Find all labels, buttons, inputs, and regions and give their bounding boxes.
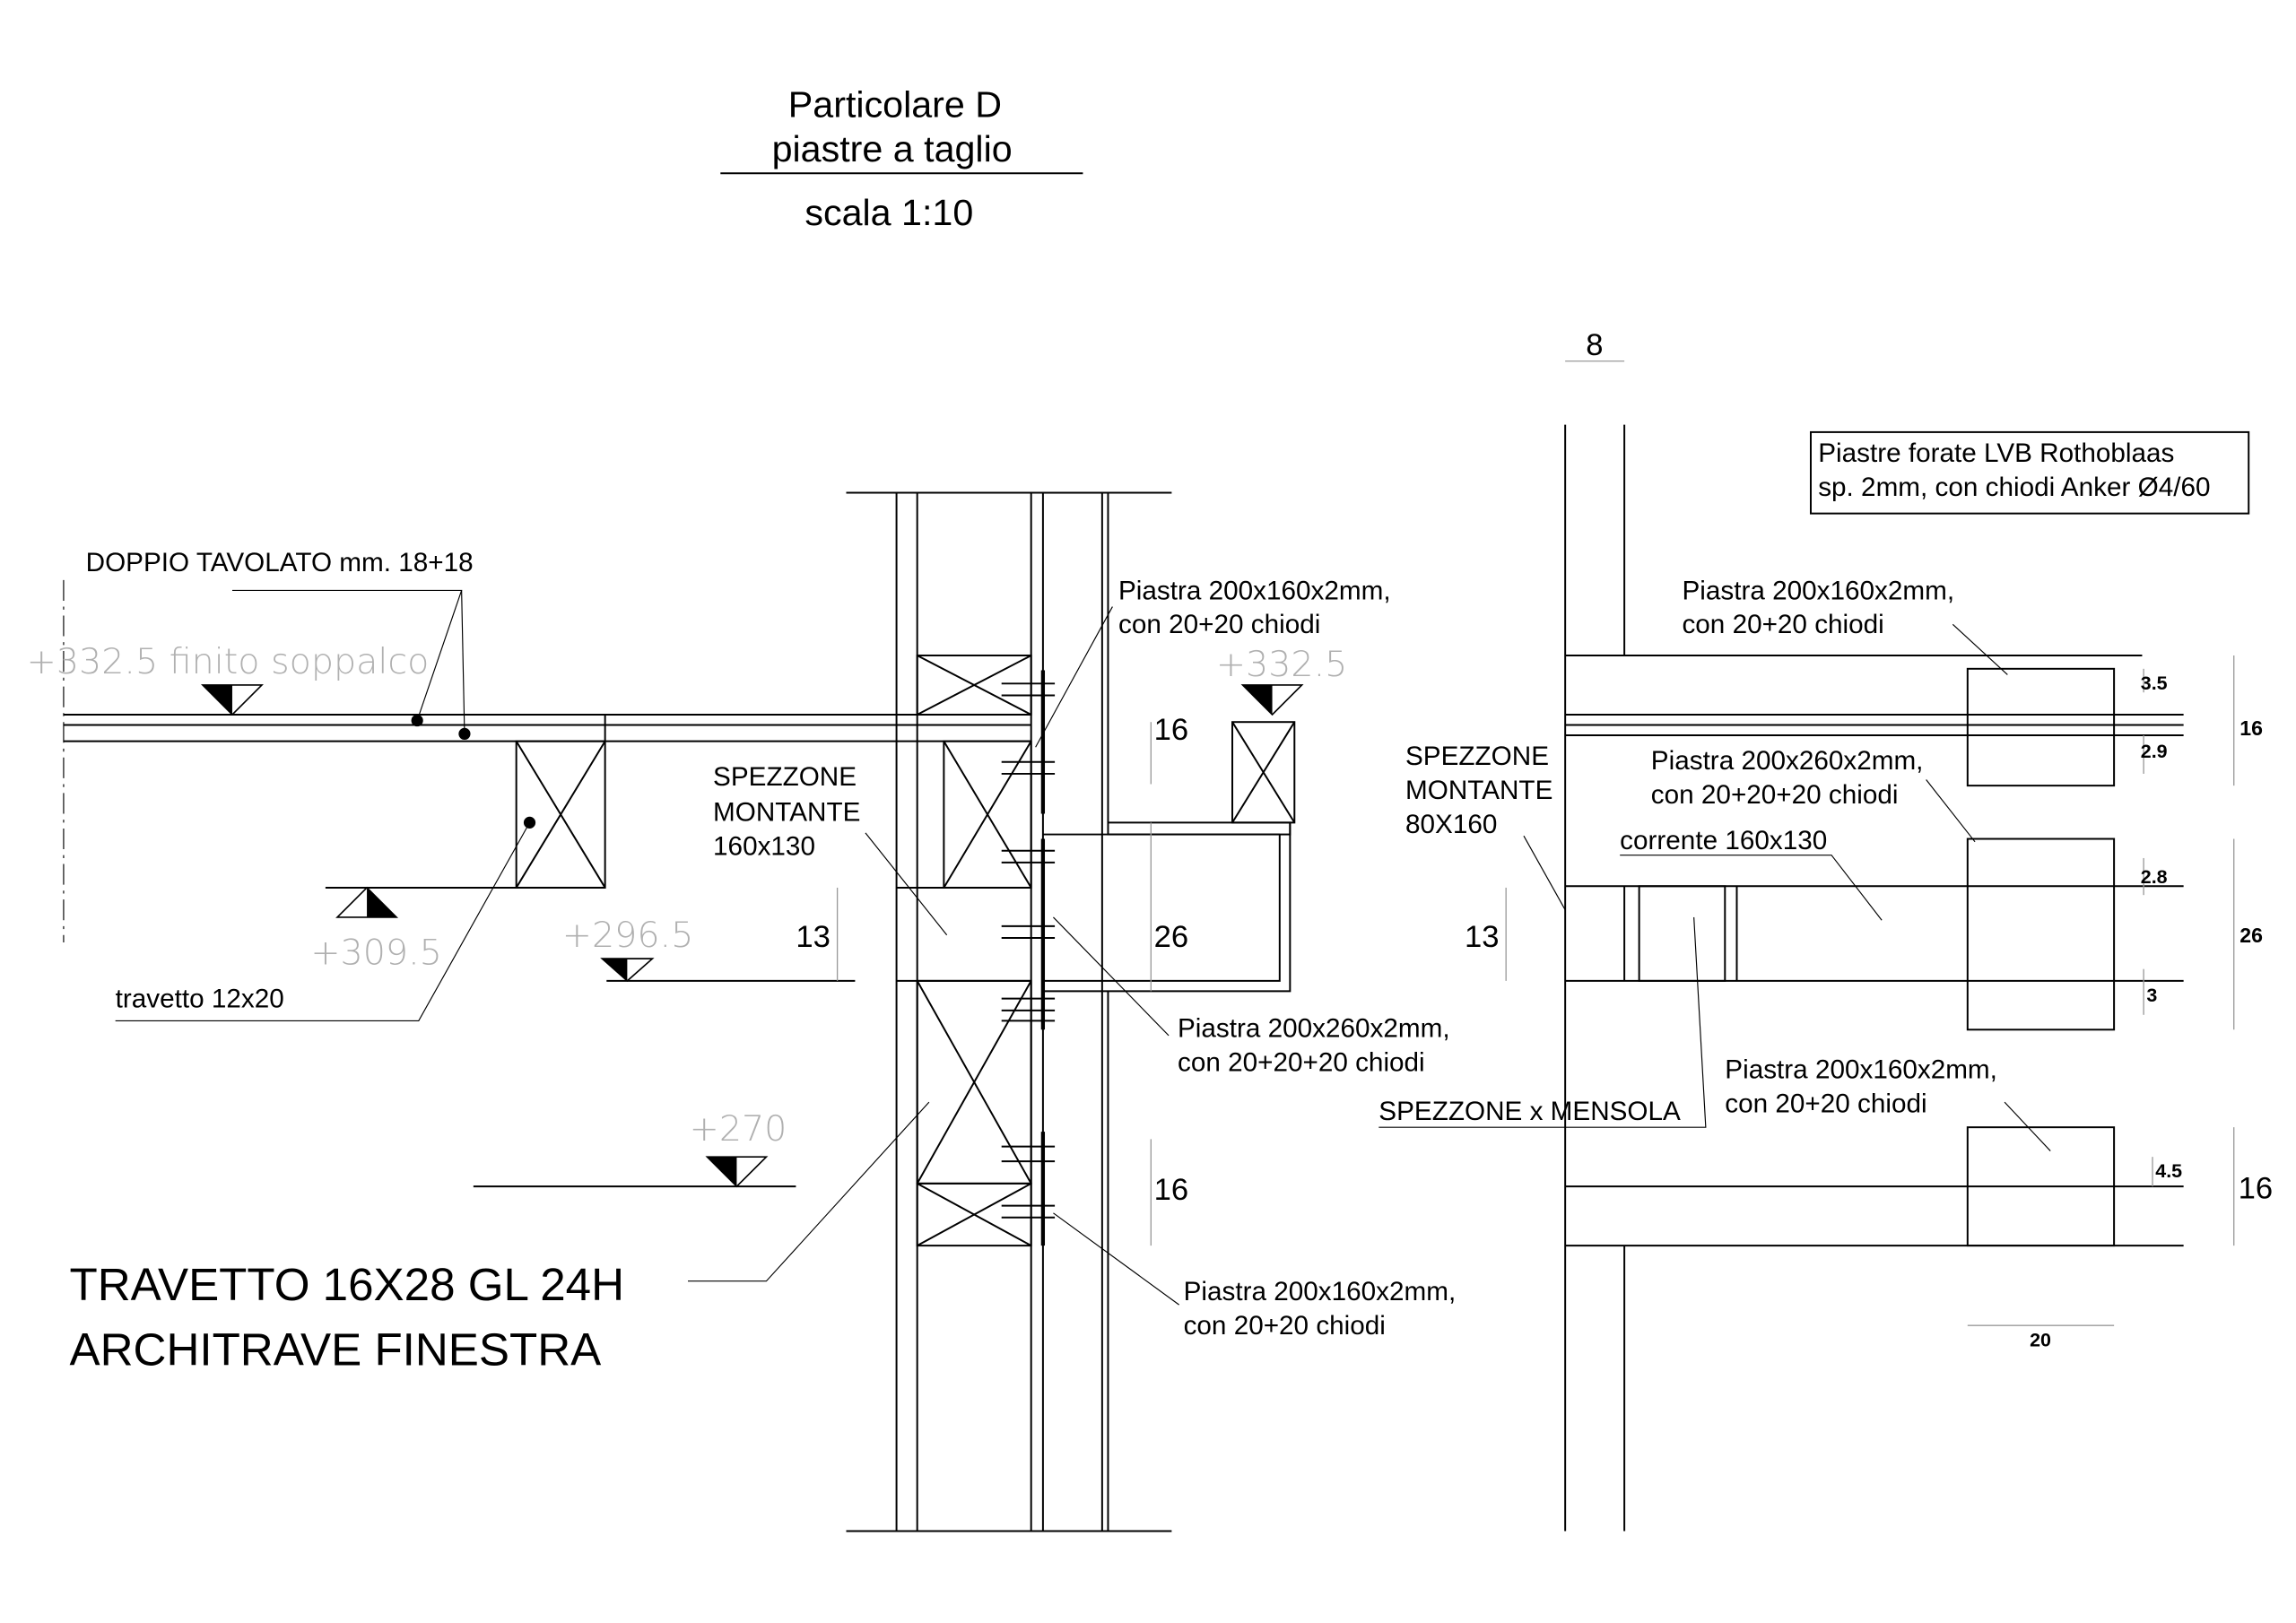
dim-16: 16 — [2239, 716, 2263, 740]
level-309: +309.5 — [310, 933, 441, 974]
left-section-detail: +309.5 +332.5 finito soppalco DOPPIO TAV… — [27, 491, 1457, 1532]
dim-16: 16 — [2239, 1171, 2274, 1205]
title-block: Particolare D piastre a taglio scala 1:1… — [720, 84, 1083, 233]
joist-section — [515, 740, 606, 889]
dim-8: 8 — [1586, 328, 1603, 362]
plate-label: con 20+20 chiodi — [1725, 1089, 1926, 1119]
bracket-joist — [1231, 721, 1296, 824]
dim-4-5: 4.5 — [2155, 1160, 2182, 1182]
stud-block — [943, 740, 1032, 889]
stud-label: 160x130 — [713, 832, 815, 862]
bracket-label: SPEZZONE x MENSOLA — [1378, 1097, 1681, 1126]
level-marker-icon — [335, 886, 399, 918]
floor-label: DOPPIO TAVOLATO mm. 18+18 — [86, 548, 474, 577]
perforated-plate-mid — [1966, 838, 2116, 1031]
dim-26: 26 — [2239, 924, 2263, 947]
rail-label: corrente 160x130 — [1620, 826, 1827, 855]
perforated-plate-bottom — [1966, 1126, 2116, 1247]
level-marker-icon — [200, 684, 264, 716]
dim-2-9: 2.9 — [2141, 741, 2168, 762]
plate-label: Piastra 200x260x2mm, — [1178, 1014, 1450, 1044]
perforated-plate-top — [1966, 667, 2116, 787]
stud-label: 80X160 — [1405, 810, 1497, 839]
level-marker-icon — [600, 958, 655, 982]
plate-label: Piastra 200x260x2mm, — [1651, 746, 1924, 776]
stud-block — [916, 654, 1032, 716]
dim-13: 13 — [1465, 920, 1500, 954]
plate-label: Piastra 200x160x2mm, — [1682, 576, 1954, 605]
dim-13: 13 — [796, 920, 831, 954]
dim-20: 20 — [2030, 1329, 2051, 1350]
stud-label: MONTANTE — [713, 798, 860, 828]
bracket-plate — [1107, 821, 1292, 836]
note-text: sp. 2mm, con chiodi Anker Ø4/60 — [1818, 473, 2210, 502]
dim-3: 3 — [2146, 985, 2157, 1006]
note-text: Piastre forate LVB Rothoblaas — [1818, 438, 2174, 468]
plate-label: con 20+20 chiodi — [1184, 1311, 1386, 1341]
insulation-layer — [1041, 491, 1103, 1532]
title: Particolare D — [788, 84, 1002, 126]
plate-label: con 20+20 chiodi — [1118, 610, 1320, 639]
lintel-label: TRAVETTO 16X28 GL 24H — [70, 1259, 625, 1310]
level-bracket: +332.5 — [1216, 644, 1347, 685]
right-elevation-detail: 8 Piastre forate LVB Rothoblaas sp. 2mm,… — [1378, 328, 2274, 1532]
level-296: +296.5 — [562, 915, 693, 956]
plate-label: Piastra 200x160x2mm, — [1184, 1277, 1457, 1306]
stud-label: SPEZZONE — [1405, 742, 1549, 771]
nails — [1001, 682, 1056, 1219]
subtitle: piastre a taglio — [772, 128, 1013, 169]
plate-label: Piastra 200x160x2mm, — [1118, 576, 1391, 605]
stud-label: MONTANTE — [1405, 776, 1552, 805]
note-box — [1809, 430, 2250, 515]
plate-label: con 20+20 chiodi — [1682, 610, 1883, 639]
stud-block — [916, 1182, 1032, 1247]
plate-label: Piastra 200x160x2mm, — [1725, 1055, 1997, 1085]
dim-26: 26 — [1154, 920, 1189, 954]
level-270: +270 — [690, 1108, 787, 1150]
stud-label: SPEZZONE — [713, 762, 857, 792]
level-marker-icon — [1240, 684, 1304, 716]
level-marker-icon — [705, 1156, 769, 1188]
lintel-label: ARCHITRAVE FINESTRA — [70, 1324, 602, 1376]
dim-3-5: 3.5 — [2141, 673, 2168, 694]
dim-16-top: 16 — [1154, 713, 1189, 747]
level-top: +332.5 finito soppalco — [27, 641, 430, 682]
scale-label: scala 1:10 — [804, 192, 973, 233]
dim-16-bottom: 16 — [1154, 1173, 1189, 1207]
plate-label: con 20+20+20 chiodi — [1651, 780, 1899, 810]
rail-section — [1638, 885, 1726, 982]
dim-2-8: 2.8 — [2141, 866, 2168, 888]
plate-label: con 20+20+20 chiodi — [1178, 1047, 1425, 1077]
joist-label: travetto 12x20 — [116, 985, 284, 1014]
